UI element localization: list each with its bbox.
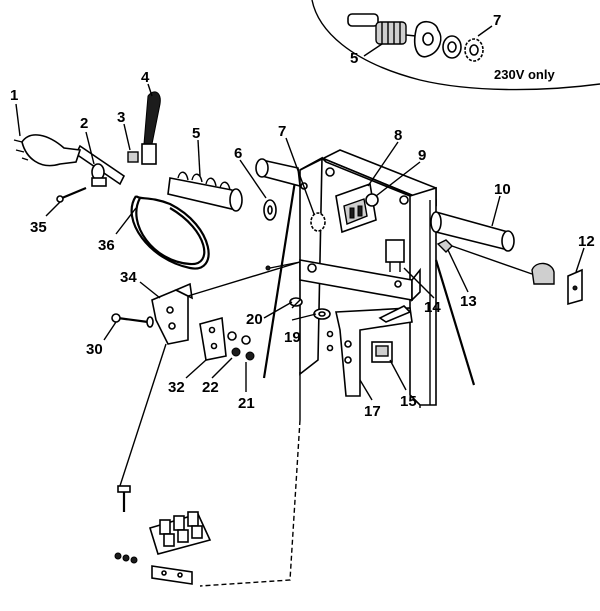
main-frame xyxy=(262,149,476,420)
shaft-10 xyxy=(255,158,515,252)
label-part-4: 4 xyxy=(141,69,150,86)
label-part-8: 8 xyxy=(394,127,402,144)
inset-boundary xyxy=(311,0,600,91)
label-part-9: 9 xyxy=(418,147,426,164)
screw-30 xyxy=(111,313,154,328)
terminal-screw xyxy=(117,485,131,512)
label-part-21: 21 xyxy=(238,395,255,412)
terminal-nuts xyxy=(114,552,138,564)
plug-1 xyxy=(13,134,82,167)
label-part-3: 3 xyxy=(117,109,125,126)
lower-bracket-17 xyxy=(335,305,413,397)
strain-relief-5 xyxy=(167,171,243,212)
leader-lines xyxy=(15,83,585,401)
terminal-plate xyxy=(151,565,193,585)
label-part-17: 17 xyxy=(364,403,381,420)
label-part-13: 13 xyxy=(460,293,477,310)
bracket-plate-14 xyxy=(265,259,421,302)
label-part-14: 14 xyxy=(424,299,441,316)
inset-shaft xyxy=(347,13,379,27)
shaft-hardware xyxy=(436,239,583,306)
inset-note: 230V only xyxy=(494,67,555,82)
label-part-5: 5 xyxy=(192,125,200,142)
switch-pin-9 xyxy=(365,193,379,207)
label-part-30: 30 xyxy=(86,341,103,358)
label-part-15: 15 xyxy=(400,393,417,410)
part-labels: 1 2 3 4 5 6 7 8 9 10 12 13 14 15 17 19 2… xyxy=(10,69,595,420)
label-part-20: 20 xyxy=(246,311,263,328)
label-part-34: 34 xyxy=(120,269,137,286)
nut-3 xyxy=(127,151,139,163)
switch-15 xyxy=(371,341,393,363)
washer-6 xyxy=(263,199,277,221)
frame-left-leg xyxy=(262,174,298,379)
bracket-34 xyxy=(151,261,301,345)
label-part-22: 22 xyxy=(202,379,219,396)
ground-wire xyxy=(199,419,301,587)
label-part-7: 7 xyxy=(278,123,286,140)
inset-connector xyxy=(375,21,407,45)
lockwasher-7 xyxy=(310,212,326,232)
nut-13 xyxy=(436,239,453,253)
switch-body-8 xyxy=(335,182,379,234)
label-part-12: 12 xyxy=(578,233,595,250)
label-part-32: 32 xyxy=(168,379,185,396)
end-cap xyxy=(531,262,555,285)
label-part-36: 36 xyxy=(98,237,115,254)
label-part-10: 10 xyxy=(494,181,511,198)
terminal-block xyxy=(148,511,212,555)
label-part-35: 35 xyxy=(30,219,47,236)
inset-230v: 5 7 230V only xyxy=(311,0,600,91)
nuts-21-22 xyxy=(227,331,255,361)
label-part-6: 6 xyxy=(234,145,242,162)
label-part-19: 19 xyxy=(284,329,301,346)
washer-20 xyxy=(289,297,303,307)
strap-4 xyxy=(141,91,161,165)
screw-35 xyxy=(56,186,87,203)
clamp-2 xyxy=(91,163,107,187)
label-part-2: 2 xyxy=(80,115,88,132)
relay-14 xyxy=(385,239,405,272)
inset-label-5: 5 xyxy=(350,50,358,67)
plate-32 xyxy=(199,316,227,361)
inset-label-7: 7 xyxy=(493,12,501,29)
frame-right-leg xyxy=(434,259,476,386)
label-part-1: 1 xyxy=(10,87,18,104)
